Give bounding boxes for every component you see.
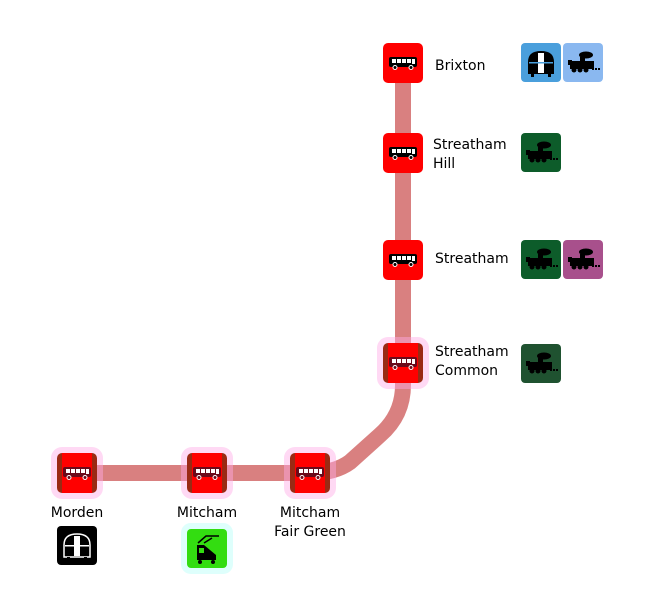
steam-train-icon xyxy=(566,50,600,76)
interchange-brixton-underground[interactable] xyxy=(521,43,561,82)
tube-icon xyxy=(61,531,93,561)
label-line: Brixton xyxy=(435,58,486,74)
bus-icon xyxy=(388,253,418,267)
interchange-streatham-hill-rail[interactable] xyxy=(521,133,561,172)
label-line: Mitcham xyxy=(176,505,238,521)
interchange-streatham-common-rail[interactable] xyxy=(521,344,561,383)
station-label-streatham: Streatham xyxy=(435,250,509,269)
station-label-morden: Morden xyxy=(51,504,104,523)
steam-train-icon xyxy=(524,247,558,273)
stop-streatham-hill[interactable] xyxy=(383,133,423,173)
tube-icon xyxy=(525,48,557,78)
bus-icon xyxy=(295,466,325,480)
steam-train-icon xyxy=(524,140,558,166)
stop-mitcham-fair-green[interactable] xyxy=(290,453,330,493)
label-line: Common xyxy=(435,363,499,379)
station-label-brixton: Brixton xyxy=(435,57,485,76)
steam-train-icon xyxy=(524,351,558,377)
label-line: Streatham xyxy=(435,344,509,360)
stop-mitcham[interactable] xyxy=(187,453,227,493)
stop-streatham-common[interactable] xyxy=(383,343,423,383)
label-line: Fair Green xyxy=(274,524,346,540)
label-line: Morden xyxy=(50,505,104,521)
bus-icon xyxy=(192,466,222,480)
tram-icon xyxy=(192,533,222,565)
label-line: Streatham xyxy=(433,137,507,153)
steam-train-icon xyxy=(566,247,600,273)
interchange-brixton-rail[interactable] xyxy=(563,43,603,82)
bus-icon xyxy=(388,146,418,160)
stop-streatham[interactable] xyxy=(383,240,423,280)
label-line: Mitcham xyxy=(279,505,341,521)
interchange-streatham-rail-1[interactable] xyxy=(521,240,561,279)
interchange-morden-underground[interactable] xyxy=(57,526,97,565)
route-line xyxy=(77,63,411,481)
interchange-mitcham-tram[interactable] xyxy=(187,529,227,568)
bus-icon xyxy=(62,466,92,480)
bus-icon xyxy=(388,56,418,70)
label-line: Hill xyxy=(433,156,456,172)
station-label-mitcham: Mitcham xyxy=(177,504,237,523)
stop-brixton[interactable] xyxy=(383,43,423,83)
interchange-streatham-rail-2[interactable] xyxy=(563,240,603,279)
stop-morden[interactable] xyxy=(57,453,97,493)
label-line: Streatham xyxy=(435,251,509,267)
bus-icon xyxy=(388,356,418,370)
